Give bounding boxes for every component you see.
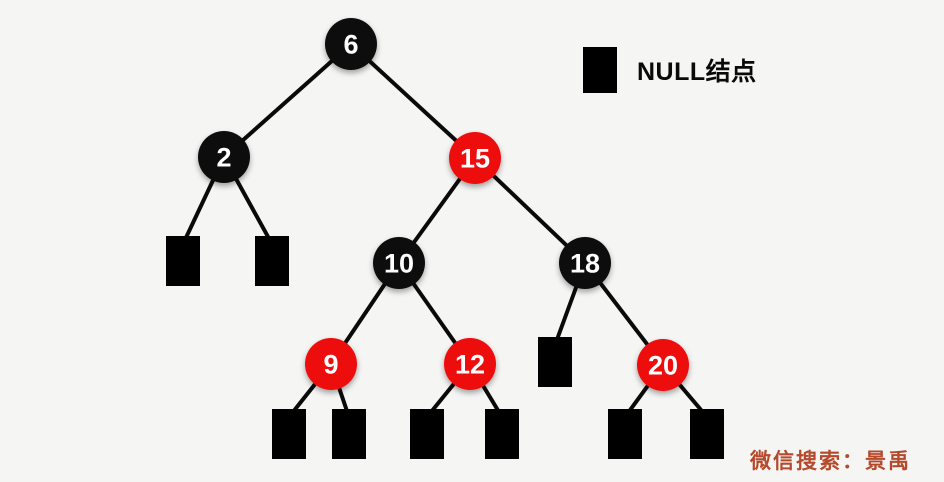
tree-node-label-15: 15	[460, 144, 490, 174]
tree-node-15	[449, 132, 501, 184]
tree-node-label-9: 9	[323, 350, 338, 380]
tree-node-18	[559, 237, 611, 289]
null-node	[485, 409, 519, 459]
watermark-text: 微信搜索：景禹	[750, 448, 911, 473]
tree-edge	[222, 42, 353, 159]
tree-node-2	[198, 131, 250, 183]
tree-node-label-20: 20	[648, 351, 678, 381]
tree-node-6	[325, 18, 377, 70]
tree-node-label-2: 2	[216, 143, 231, 173]
legend: NULL结点	[583, 47, 757, 93]
null-node	[255, 236, 289, 286]
legend-label: NULL结点	[637, 58, 757, 86]
tree-node-label-6: 6	[343, 30, 358, 60]
null-node	[272, 409, 306, 459]
null-node-swatch-icon	[583, 47, 617, 93]
tree-node-label-10: 10	[384, 249, 414, 279]
null-node	[410, 409, 444, 459]
tree-node-label-18: 18	[570, 249, 600, 279]
null-node	[538, 337, 572, 387]
tree-node-9	[305, 338, 357, 390]
null-node	[332, 409, 366, 459]
null-node	[166, 236, 200, 286]
tree-node-12	[444, 338, 496, 390]
tree-edge	[349, 42, 477, 160]
tree-node-20	[637, 339, 689, 391]
null-node	[608, 409, 642, 459]
tree-node-label-12: 12	[455, 350, 485, 380]
tree-node-10	[373, 237, 425, 289]
null-node	[690, 409, 724, 459]
